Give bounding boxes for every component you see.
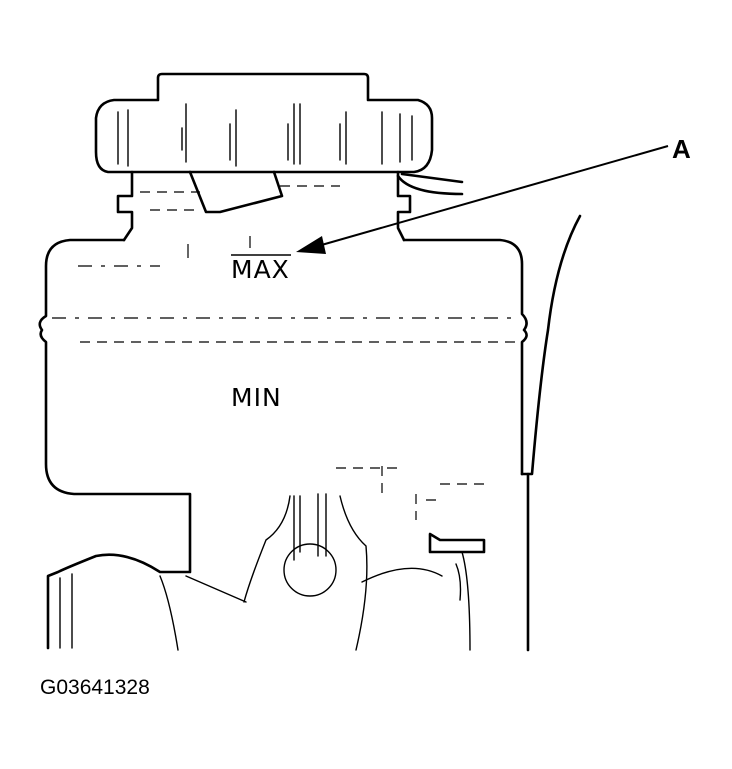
figure-id: G03641328 xyxy=(40,676,150,699)
side-bracket xyxy=(520,214,582,476)
callout-arrow xyxy=(296,145,669,254)
reservoir-body xyxy=(38,238,528,650)
reservoir-neck xyxy=(116,170,464,242)
reservoir-mount xyxy=(59,472,530,652)
callout-label: A xyxy=(672,134,691,164)
fluid-level-lines xyxy=(52,236,520,520)
reservoir-cap xyxy=(94,72,434,174)
max-label: MAX xyxy=(231,255,290,284)
min-label: MIN xyxy=(231,383,282,412)
